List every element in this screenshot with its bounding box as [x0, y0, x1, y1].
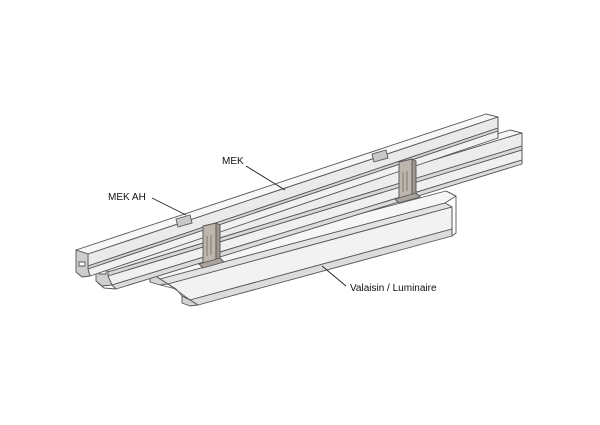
joint-clip-right: [371, 149, 389, 163]
label-luminaire: Valaisin / Luminaire: [350, 283, 437, 294]
bracket-left: [198, 222, 225, 269]
luminaire-channel: [149, 190, 457, 307]
leader-lines: [151, 165, 347, 287]
joint-clip-left: [175, 214, 193, 228]
mek-ah-rail-upper: [75, 113, 499, 278]
leader-mek-ah: [151, 197, 187, 216]
leader-mek: [245, 165, 286, 191]
bracket-right: [394, 158, 421, 204]
label-mek: MEK: [222, 156, 244, 167]
label-mek-ah: MEK AH: [108, 192, 146, 203]
leader-luminaire: [321, 265, 347, 287]
